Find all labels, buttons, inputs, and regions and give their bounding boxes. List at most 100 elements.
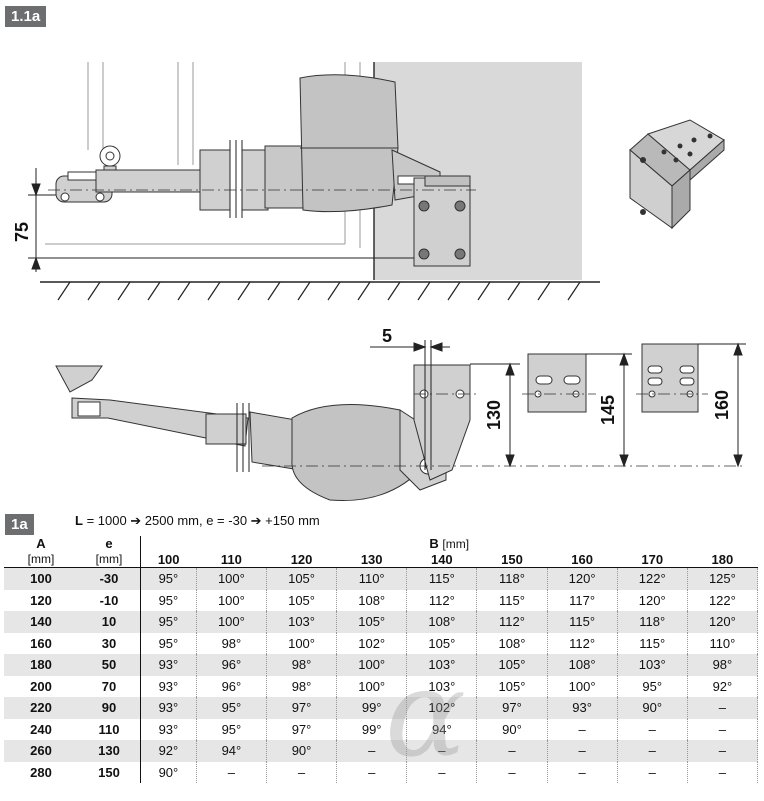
cell-e: 30 [78,632,141,654]
header-b-value: 180 [687,551,758,568]
cell-angle: 117° [547,589,618,611]
cell-angle: 99° [336,718,408,740]
cell-a: 280 [30,764,52,780]
cell-a: 200 [30,678,52,694]
cell-angle: 108° [406,611,478,633]
cell-angle: – [687,697,759,719]
cell-angle: 105° [266,589,338,611]
header-b-label: B [429,536,439,551]
cell-angle: – [617,740,688,762]
cell-angle: 108° [336,589,408,611]
cell-angle: 98° [196,632,267,654]
cell-angle: 120° [617,589,688,611]
cell-angle: 93° [140,675,197,697]
cell-angle: 100° [196,589,267,611]
header-b-value: 140 [406,551,477,568]
cell-angle: 105° [266,567,338,590]
installation-drawing: 75 [12,62,746,502]
cell-angle: 118° [617,611,688,633]
dimension-75 [28,168,470,272]
cell-e: 10 [78,611,141,633]
header-b-value: 100 [140,551,197,568]
dimension-130 [470,362,520,468]
cell-angle: 93° [140,718,197,740]
cell-angle: 90° [266,740,338,762]
cell-angle: 94° [196,740,267,762]
cell-angle: 115° [547,611,618,633]
cell-e: 110 [78,718,141,740]
cell-angle: 95° [617,675,688,697]
cell-angle: 108° [476,632,548,654]
header-b: B [mm] [141,536,758,551]
cell-angle: 102° [336,632,408,654]
cell-a: 260 [4,740,78,762]
cell-angle: 98° [266,675,338,697]
cell-angle: – [687,718,759,740]
cell-angle: 115° [617,632,688,654]
cell-angle: 115° [476,589,548,611]
cell-angle: 110° [687,632,759,654]
cell-e: 70 [78,675,141,697]
cell-e: 90 [78,697,141,719]
cell-angle: 93° [140,697,197,719]
cell-angle: 94° [406,718,478,740]
header-a: A [36,536,46,551]
section-badge-table: 1a [5,514,34,535]
header-a-unit: [mm] [4,551,78,568]
cell-angle: 105° [476,654,548,676]
cell-angle: – [266,761,338,783]
wall-bracket-side [413,175,471,267]
cell-angle: – [687,740,759,762]
cell-a: 240 [30,721,52,737]
cell-angle: – [476,740,548,762]
cell-angle: 95° [140,567,197,590]
cell-angle: – [687,761,759,783]
cell-angle: 98° [266,654,338,676]
cell-angle: 105° [336,611,408,633]
cell-angle: 125° [687,567,759,590]
cell-angle: 110° [336,567,408,590]
cell-a: 120 [30,592,52,608]
cell-angle: 96° [196,675,267,697]
cell-e: -10 [78,589,141,611]
cell-angle: 95° [196,718,267,740]
cell-angle: 120° [547,567,618,590]
cell-angle: 97° [266,718,338,740]
cell-angle: 97° [476,697,548,719]
operator-arm-top [55,365,447,502]
cell-angle: 100° [547,675,618,697]
header-b-unit: [mm] [442,537,470,551]
cell-angle: 103° [406,675,478,697]
cell-angle: – [196,761,267,783]
cell-angle: 115° [406,567,478,590]
header-b-value: 160 [547,551,618,568]
cell-a: 180 [4,654,78,676]
cell-angle: 103° [617,654,688,676]
cell-angle: 99° [336,697,408,719]
dimension-145 [586,352,632,468]
cell-angle: 103° [266,611,338,633]
cell-angle: 93° [547,697,618,719]
cell-angle: 108° [547,654,618,676]
cell-e: 130 [78,740,141,762]
cell-angle: – [547,718,618,740]
header-e-unit: [mm] [78,551,141,568]
cell-angle: 118° [476,567,548,590]
dimension-130-label: 130 [484,400,504,430]
cell-angle: 95° [196,697,267,719]
cell-a: 160 [30,635,52,651]
cell-e: 150 [78,761,141,783]
cell-angle: – [547,740,618,762]
cell-angle: – [406,761,478,783]
cell-angle: 112° [547,632,618,654]
cell-angle: – [476,761,548,783]
cell-e: -30 [78,567,141,590]
cell-angle: 93° [140,654,197,676]
header-b-value: 150 [476,551,548,568]
